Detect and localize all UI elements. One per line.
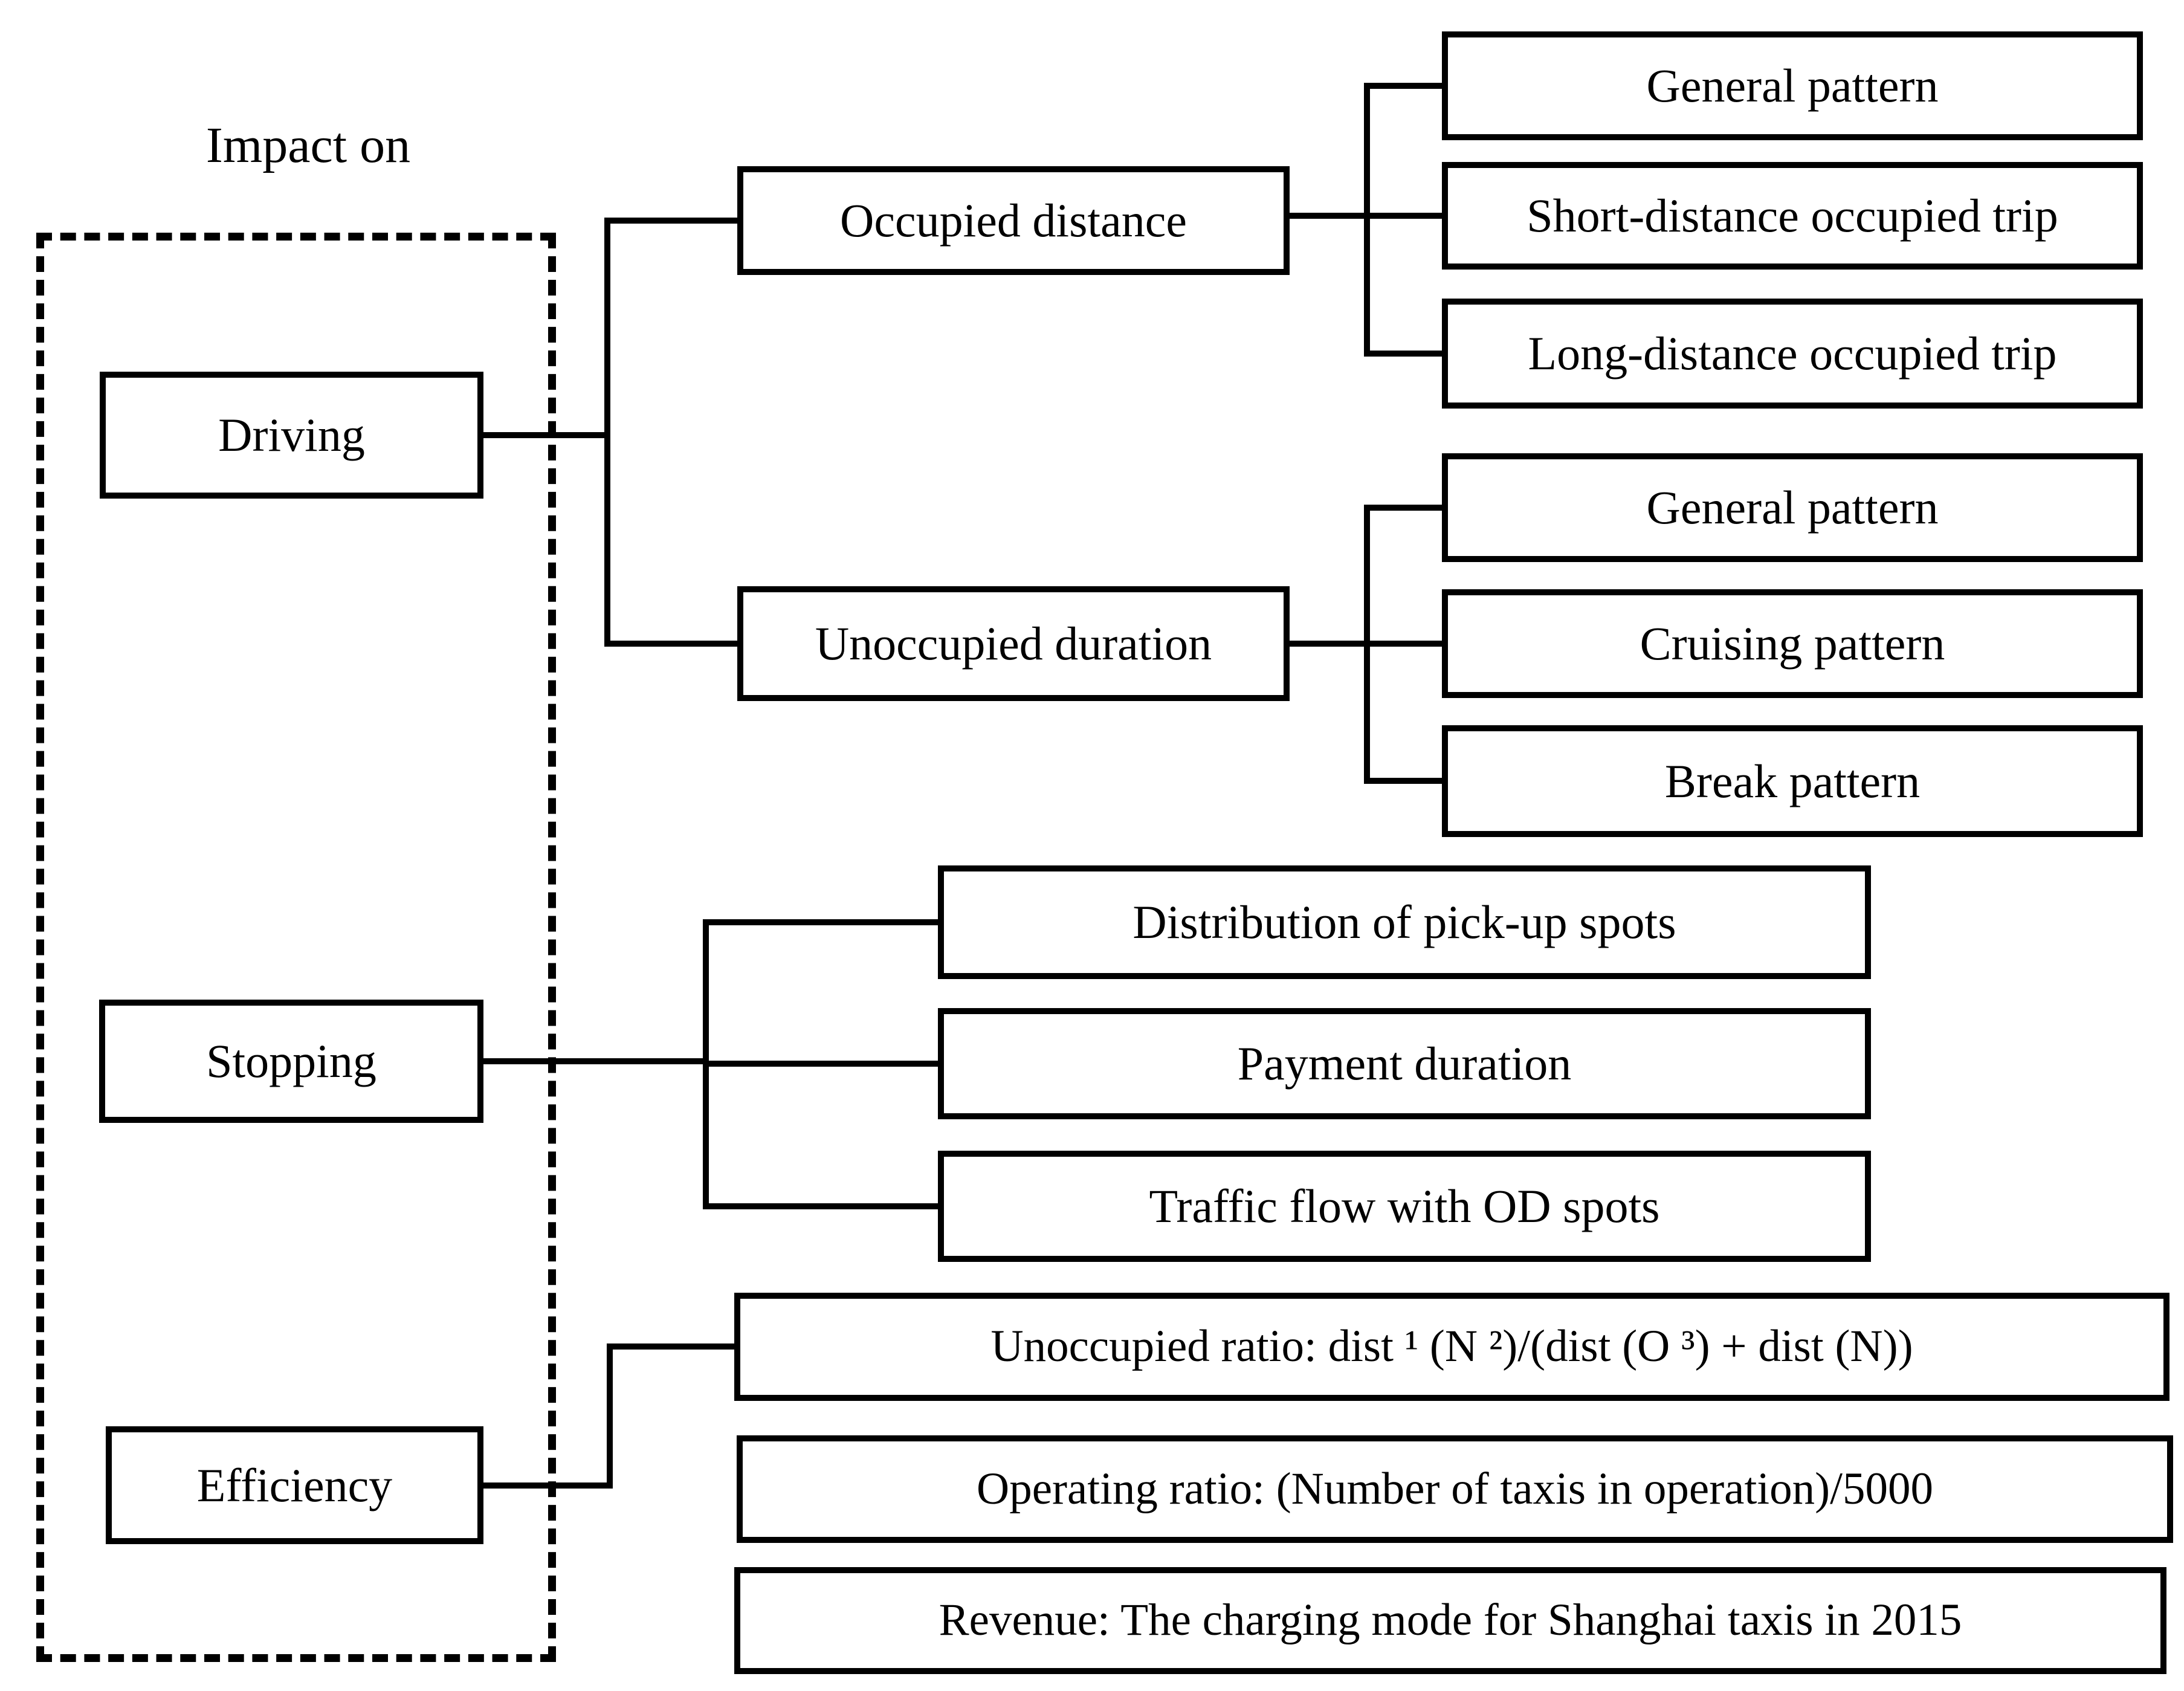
node-traffic-flow-od: Traffic flow with OD spots (938, 1151, 1871, 1262)
node-revenue-formula: Revenue: The charging mode for Shanghai … (734, 1567, 2166, 1674)
connector-unoccupied-out (1290, 641, 1369, 647)
node-general-pattern-occupied: General pattern (1442, 31, 2143, 140)
node-payment-duration: Payment duration (938, 1008, 1871, 1119)
connector-driving-h (483, 432, 610, 438)
connector-occ-child-1 (1364, 83, 1442, 89)
node-driving: Driving (100, 372, 483, 499)
node-stopping: Stopping (99, 1000, 483, 1123)
node-unoccupied-ratio-formula: Unoccupied ratio: dist ¹ (N ²)/(dist (O … (734, 1293, 2169, 1401)
connector-efficiency-v (607, 1343, 613, 1489)
node-short-distance-trip: Short-distance occupied trip (1442, 162, 2143, 270)
connector-unocc-child-2 (1364, 641, 1442, 647)
node-cruising-pattern: Cruising pattern (1442, 589, 2143, 698)
connector-stop-child-3 (703, 1203, 938, 1209)
connector-occ-child-2 (1364, 213, 1442, 219)
node-pickup-spots-distribution: Distribution of pick-up spots (938, 865, 1871, 979)
dashed-impact-boundary (36, 233, 556, 1662)
connector-stop-child-1 (703, 919, 938, 925)
connector-occupied-in (604, 218, 737, 224)
connector-unocc-child-1 (1364, 505, 1442, 511)
connector-efficiency-h (482, 1482, 613, 1489)
diagram-title: Impact on (205, 117, 411, 173)
connector-occ-child-3 (1364, 351, 1442, 357)
connector-driving-trunk (604, 218, 610, 647)
connector-stop-child-2 (703, 1061, 938, 1067)
connector-stopping-h (483, 1058, 709, 1064)
node-break-pattern: Break pattern (1442, 725, 2143, 837)
node-efficiency: Efficiency (106, 1426, 483, 1544)
node-long-distance-trip: Long-distance occupied trip (1442, 299, 2143, 409)
node-occupied-distance: Occupied distance (737, 166, 1290, 275)
node-unoccupied-duration: Unoccupied duration (737, 586, 1290, 701)
connector-efficiency-top (607, 1343, 734, 1350)
connector-occupied-out (1290, 213, 1369, 219)
node-operating-ratio-formula: Operating ratio: (Number of taxis in ope… (737, 1435, 2173, 1543)
connector-unoccupied-in (604, 641, 737, 647)
node-general-pattern-unoccupied: General pattern (1442, 453, 2143, 562)
connector-unocc-child-3 (1364, 778, 1442, 784)
connector-occ-children-trunk (1364, 83, 1370, 357)
